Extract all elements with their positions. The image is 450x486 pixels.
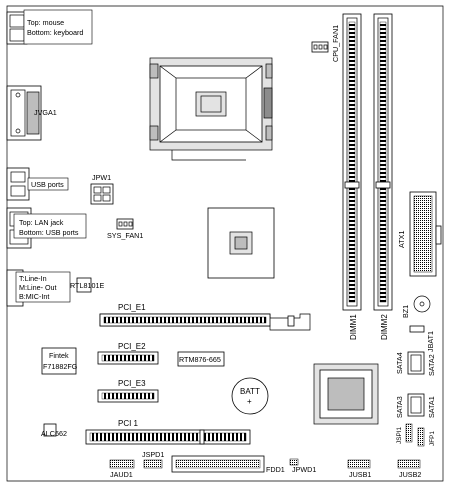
rtm-chip <box>177 351 225 367</box>
cpufan-label: CPU_FAN1 <box>331 25 340 62</box>
fintek-label-1: Fintek <box>49 351 69 360</box>
fdd-connector <box>171 455 265 473</box>
sysfan-connector <box>116 218 134 230</box>
jusb2-label: JUSB2 <box>399 470 421 479</box>
pcie1-label: PCI_E1 <box>118 303 146 312</box>
vga-label: JVGA1 <box>34 108 57 117</box>
southbridge-chip <box>313 363 379 425</box>
jusb1-header <box>347 459 371 469</box>
jaud-label: JAUD1 <box>110 470 133 479</box>
audio-label-line-out: M:Line- Out <box>19 283 57 292</box>
jusb2-header <box>397 459 421 469</box>
usb-rear-connector <box>6 167 30 201</box>
sata4-label: SATA4 <box>395 352 404 374</box>
batt-plus: + <box>247 397 252 406</box>
cpu-socket <box>149 57 273 161</box>
jspd-header <box>143 459 163 469</box>
jusb1-label: JUSB1 <box>349 470 371 479</box>
sata3-connector <box>407 393 425 417</box>
sata1-label: SATA1 <box>427 396 436 418</box>
alc-label: ALC662 <box>41 429 67 438</box>
pci1-slot <box>85 429 251 445</box>
vga-connector <box>6 85 42 141</box>
board-outline <box>6 5 444 482</box>
audio-label-line-in: T:Line-In <box>19 274 47 283</box>
jbat-jumper <box>409 325 425 333</box>
dimm1-label: DIMM1 <box>349 314 358 340</box>
buzzer <box>413 295 431 313</box>
jpw1-connector <box>90 183 114 205</box>
ps2-label-bottom: Bottom: keyboard <box>27 28 83 37</box>
audio-label-mic: B:MIC-Int <box>19 292 49 301</box>
pcie3-label: PCI_E3 <box>118 379 146 388</box>
ps2-label-top: Top: mouse <box>27 18 64 27</box>
dimm1-slot <box>342 13 362 311</box>
jspi-header <box>405 423 413 443</box>
sata2-label: SATA2 <box>427 354 436 376</box>
pci1-label: PCI 1 <box>118 419 139 428</box>
lan-label-top: Top: LAN jack <box>19 218 64 227</box>
usb-label: USB ports <box>31 180 64 189</box>
sata3-label: SATA3 <box>395 396 404 418</box>
rtl-chip <box>76 277 92 293</box>
jfp-label: JFP1 <box>429 431 436 446</box>
jpwd-header <box>289 458 299 466</box>
fintek-label-2: F71882FG <box>43 362 78 371</box>
jpw1-label: JPW1 <box>92 173 111 182</box>
batt-label: BATT <box>240 387 260 396</box>
northbridge-chip <box>207 207 275 279</box>
pcie1-slot <box>99 313 311 331</box>
rtm-label: RTM876-665 <box>179 355 221 364</box>
sata4-connector <box>407 351 425 375</box>
jbat-label: JBAT1 <box>426 331 435 352</box>
atx-label: ATX1 <box>397 231 406 248</box>
fdd-label: FDD1 <box>266 465 285 474</box>
battery <box>231 377 269 415</box>
rtl-label: RTL8101E <box>70 281 104 290</box>
pcie3-slot <box>97 389 159 403</box>
jspd-label: JSPD1 <box>142 450 164 459</box>
bz-label: BZ1 <box>401 305 410 318</box>
pcie2-slot <box>97 351 159 365</box>
jaud-header <box>109 459 135 469</box>
cpufan-connector <box>311 41 329 53</box>
jspi-label: JSPI1 <box>396 427 403 444</box>
jpwd-label: JPWD1 <box>292 465 316 474</box>
pcie2-label: PCI_E2 <box>118 342 146 351</box>
dimm2-slot <box>373 13 393 311</box>
dimm2-label: DIMM2 <box>380 314 389 340</box>
jfp-header <box>417 427 425 447</box>
sysfan-label: SYS_FAN1 <box>107 231 143 240</box>
lan-label-bottom: Bottom: USB ports <box>19 228 79 237</box>
alc-chip <box>43 423 57 437</box>
atx-power-connector <box>409 191 442 277</box>
fintek-chip <box>41 347 77 375</box>
